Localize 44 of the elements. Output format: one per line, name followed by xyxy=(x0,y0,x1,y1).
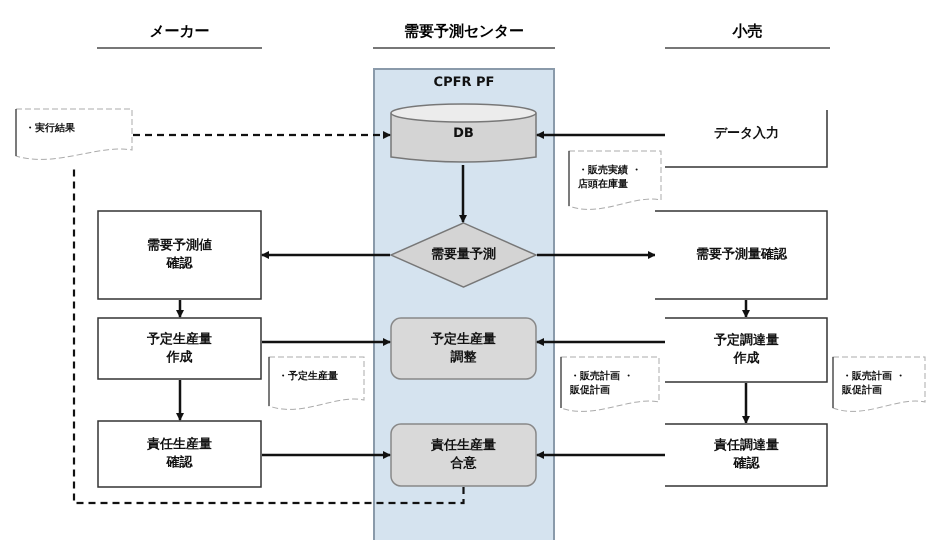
node-label: 予定生産量調整 xyxy=(430,330,497,366)
document-text: ・販売計画 ・販促計画 xyxy=(842,370,906,397)
decision-diamond xyxy=(390,222,537,288)
arrow xyxy=(133,131,391,139)
arrow xyxy=(742,383,750,424)
database-cylinder xyxy=(390,103,537,165)
node-label: 需要予測値確認 xyxy=(146,237,213,273)
column-heading: メーカー xyxy=(97,22,262,49)
document-text: ・実行結果 xyxy=(25,122,76,136)
node-label: 責任生産量合意 xyxy=(430,437,497,473)
document-text: ・販売計画 ・販促計画 xyxy=(570,370,634,397)
panel-title: CPFR PF xyxy=(434,74,494,92)
process-box xyxy=(665,423,828,487)
process-box xyxy=(655,210,828,300)
arrow xyxy=(536,338,665,346)
node-label: 予定調達量作成 xyxy=(713,332,780,368)
arrow xyxy=(536,131,665,139)
arrow xyxy=(176,300,184,318)
process-box xyxy=(665,317,828,383)
column-heading: 小売 xyxy=(665,22,830,49)
arrow xyxy=(537,251,656,259)
node-label: データ入力 xyxy=(714,125,779,143)
document-text: ・予定生産量 xyxy=(278,370,339,384)
document-text: ・販売実績 ・店頭在庫量 xyxy=(578,164,642,191)
process-box xyxy=(390,423,537,487)
process-box xyxy=(97,420,262,488)
arrow xyxy=(262,338,391,346)
arrow xyxy=(459,165,467,223)
arrow xyxy=(742,300,750,318)
process-box xyxy=(97,317,262,380)
arrow xyxy=(536,451,665,459)
process-box xyxy=(390,317,537,380)
node-label: 責任生産量確認 xyxy=(146,436,213,472)
process-box xyxy=(97,210,262,300)
arrow xyxy=(262,451,391,459)
node-label: 予定生産量作成 xyxy=(146,330,213,366)
platform-panel xyxy=(373,68,555,540)
arrow xyxy=(176,380,184,421)
node-label: 需要予測量確認 xyxy=(696,246,787,264)
node-label: 需要量予測 xyxy=(431,246,496,264)
node-label: DB xyxy=(453,125,474,143)
arrow xyxy=(261,251,390,259)
node-label: 責任調達量確認 xyxy=(713,437,780,473)
column-heading: 需要予測センター xyxy=(373,22,555,49)
